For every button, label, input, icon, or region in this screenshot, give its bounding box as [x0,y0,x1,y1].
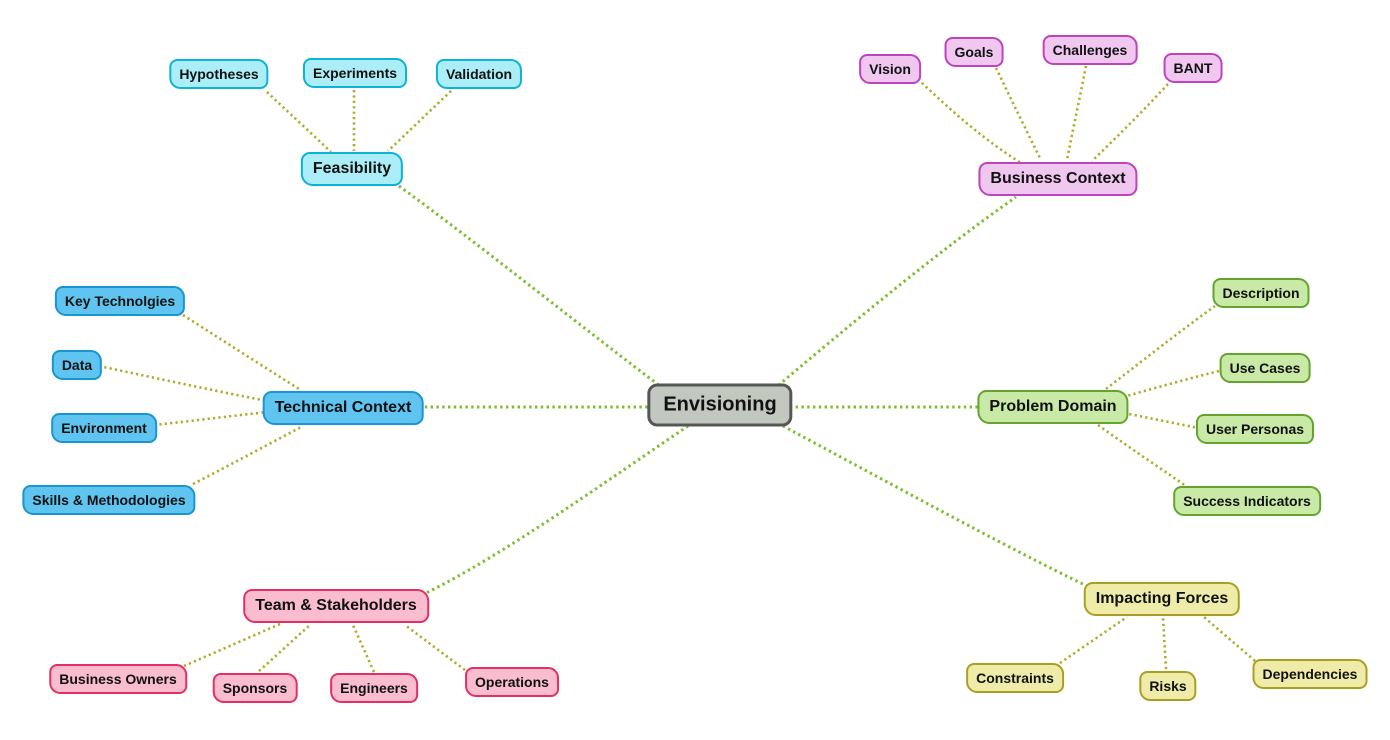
edge-business-challenges [1065,65,1088,161]
edge-technical-key-technolgies [182,313,300,391]
edge-business-bant [1091,83,1169,162]
leaf-node-bant: BANT [1163,53,1223,83]
leaf-node-environment: Environment [51,413,157,443]
edge-impacting-dependencies [1203,616,1256,662]
edge-team-sponsors [258,624,311,672]
edge-center-impacting-forces [782,424,1088,588]
branch-node-team-stakeholders: Team & Stakeholders [243,589,429,623]
edge-feasibility-hypotheses [266,91,332,153]
edge-impacting-risks [1161,616,1168,670]
leaf-node-constraints: Constraints [966,663,1064,693]
branch-node-impacting-forces: Impacting Forces [1083,582,1241,616]
edge-business-vision [917,78,1022,165]
edge-problem-success-indicators [1097,423,1187,488]
edge-center-team-stakeholders [425,424,689,595]
edge-team-business-owners [183,622,281,668]
leaf-node-business-owners: Business Owners [49,664,187,694]
leaf-node-validation: Validation [435,59,523,89]
leaf-node-vision: Vision [859,54,921,84]
edge-impacting-constraints [1059,615,1128,665]
leaf-node-dependencies: Dependencies [1252,659,1368,689]
leaf-node-risks: Risks [1139,671,1197,701]
leaf-node-skills-methodologies: Skills & Methodologies [22,485,196,515]
leaf-node-sponsors: Sponsors [212,673,298,703]
leaf-node-data: Data [51,350,103,380]
branch-node-feasibility: Feasibility [300,152,404,186]
edge-problem-description [1105,304,1216,391]
edge-business-goals [994,67,1043,161]
leaf-node-user-personas: User Personas [1195,414,1315,444]
edge-technical-environment [153,410,269,427]
central-node-envisioning: Envisioning [647,383,793,427]
leaf-node-description: Description [1212,278,1310,308]
edge-team-engineers [351,624,376,673]
branch-node-technical-context: Technical Context [262,391,424,425]
leaf-node-key-technolgies: Key Technolgies [54,286,186,316]
leaf-node-goals: Goals [944,37,1004,67]
branch-node-business-context: Business Context [978,162,1138,196]
branch-node-problem-domain: Problem Domain [977,390,1129,424]
leaf-node-hypotheses: Hypotheses [169,59,269,89]
leaf-node-challenges: Challenges [1042,35,1138,65]
edge-technical-skills-methodologies [192,424,304,486]
edge-problem-user-personas [1123,411,1199,430]
leaf-node-experiments: Experiments [302,58,408,88]
edge-feasibility-validation [387,90,452,152]
leaf-node-operations: Operations [465,667,559,697]
edge-technical-data [98,364,268,403]
leaf-node-engineers: Engineers [330,673,418,703]
edge-problem-use-cases [1122,369,1220,399]
edge-center-business-context [773,195,1017,391]
edge-team-operations [404,623,466,672]
leaf-node-use-cases: Use Cases [1219,353,1311,383]
edge-center-feasibility [398,184,665,391]
leaf-node-success-indicators: Success Indicators [1173,486,1321,516]
